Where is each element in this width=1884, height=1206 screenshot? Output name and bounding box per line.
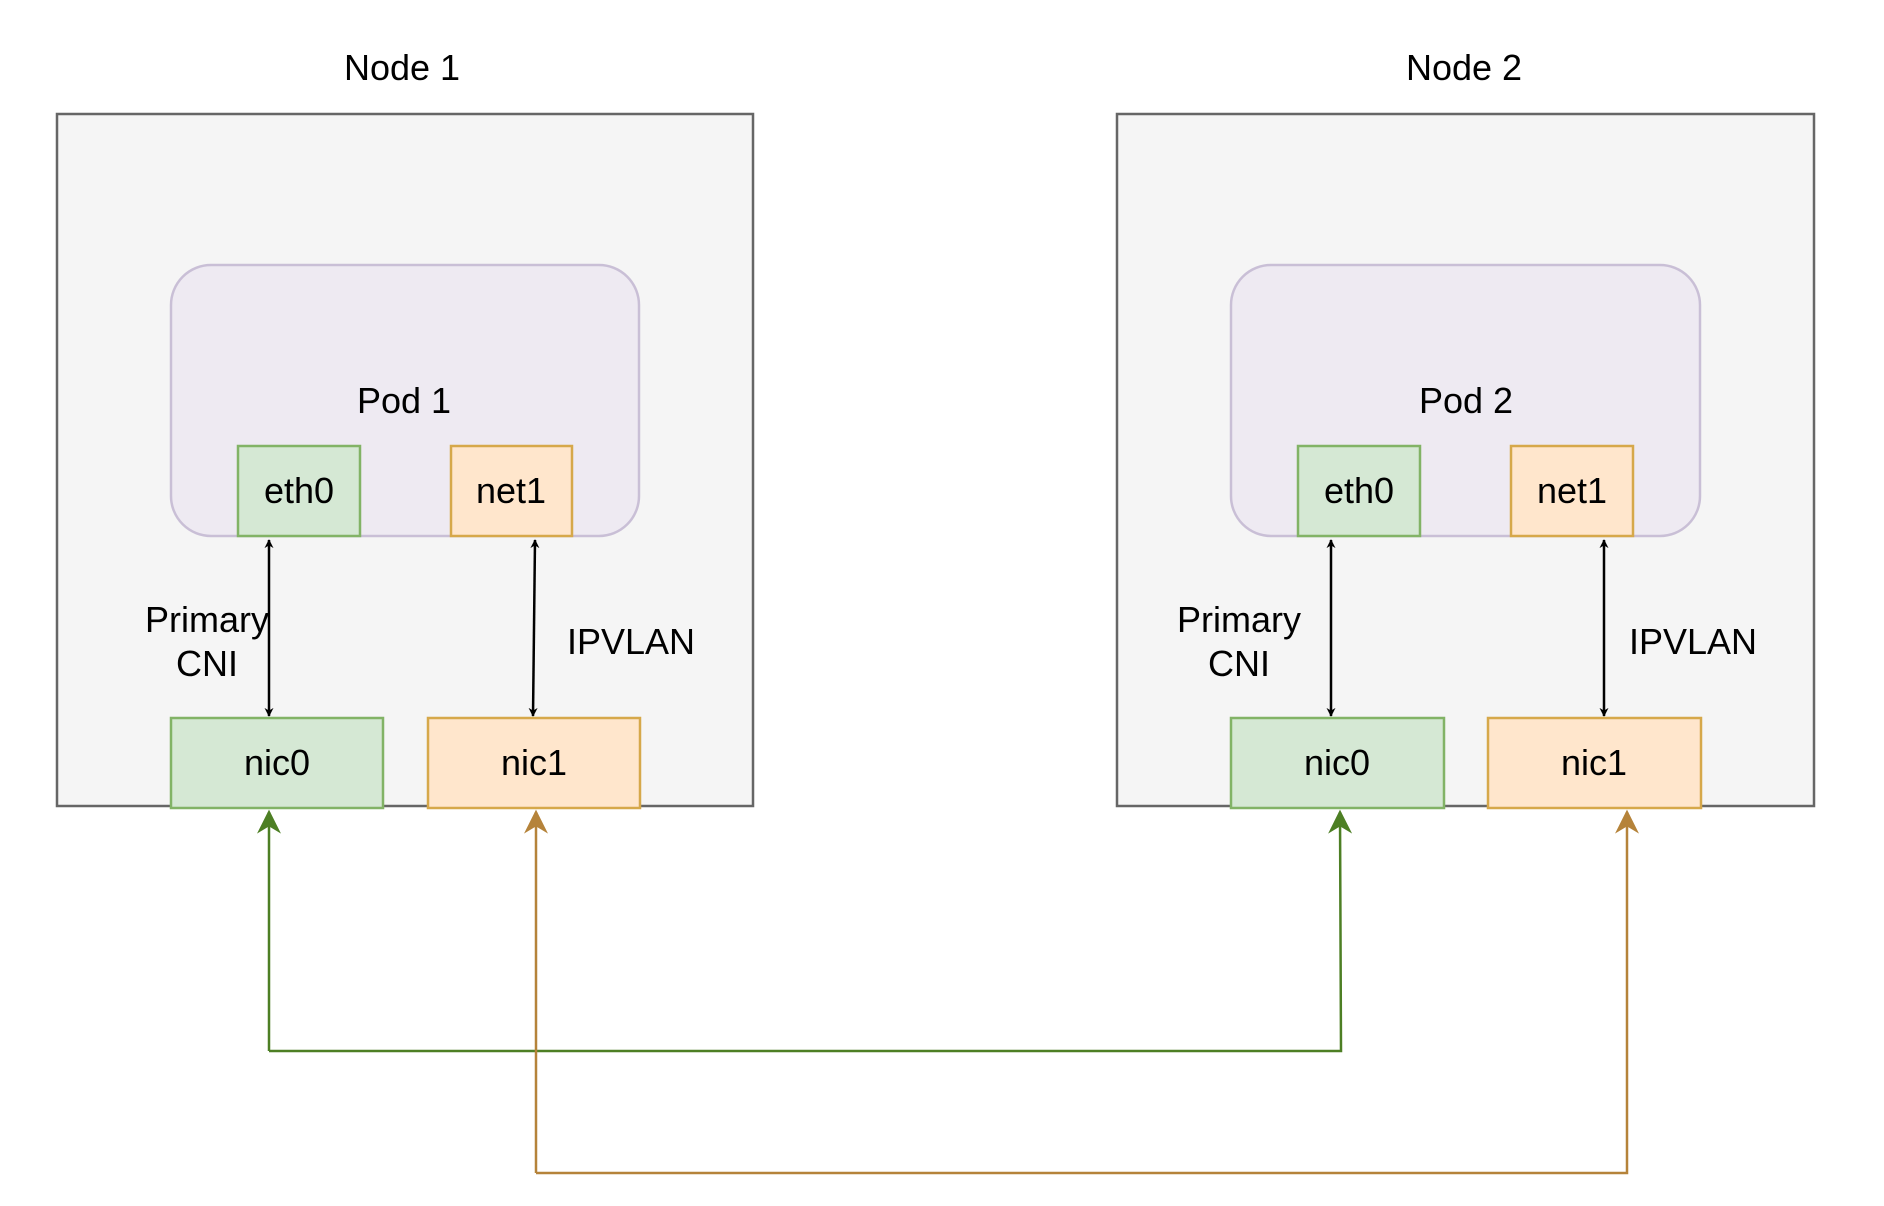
node-2: Node 2 Pod 2 eth0 net1 nic0 nic1 Primary… [1115,47,1816,810]
pod-1-eth0-interface [236,444,362,538]
node-2-ipvlan-label: IPVLAN [1629,621,1757,662]
node-2-primary-cni-label-line1: Primary [1177,599,1301,640]
nic0-interconnect-link-path [269,809,1353,1053]
node-1-title: Node 1 [344,47,460,88]
node-2-nic0 [1229,716,1446,810]
node-2-nic1 [1486,716,1703,810]
pod-2-eth0-label: eth0 [1324,470,1394,511]
pod-1-net1-interface [449,444,574,538]
node-1-nic1-label: nic1 [501,742,567,783]
node-2-primary-cni-label-line2: CNI [1208,643,1270,684]
node-2-title: Node 2 [1406,47,1522,88]
node-2-nic0-label: nic0 [1304,742,1370,783]
node-1-ipvlan-arrow [528,539,540,717]
node-1-primary-cni-label-line1: Primary [145,599,269,640]
node-1: Node 1 Pod 1 eth0 net1 nic0 nic1 Primary… [55,47,755,810]
node-1-nic0-label: nic0 [244,742,310,783]
node-1-primary-cni-label-line2: CNI [176,643,238,684]
pod-1-net1-label: net1 [476,470,546,511]
pod-1-label: Pod 1 [357,380,451,421]
pod-2-label: Pod 2 [1419,380,1513,421]
node-1-ipvlan-label: IPVLAN [567,621,695,662]
nic1-interconnect-link-path [536,809,1639,1175]
pod-2-eth0-interface [1296,444,1422,538]
node-1-nic0 [169,716,385,810]
node-2-nic1-label: nic1 [1561,742,1627,783]
node-1-nic1 [426,716,642,810]
pod-1-eth0-label: eth0 [264,470,334,511]
pod-2-net1-label: net1 [1537,470,1607,511]
pod-2-net1-interface [1509,444,1635,538]
